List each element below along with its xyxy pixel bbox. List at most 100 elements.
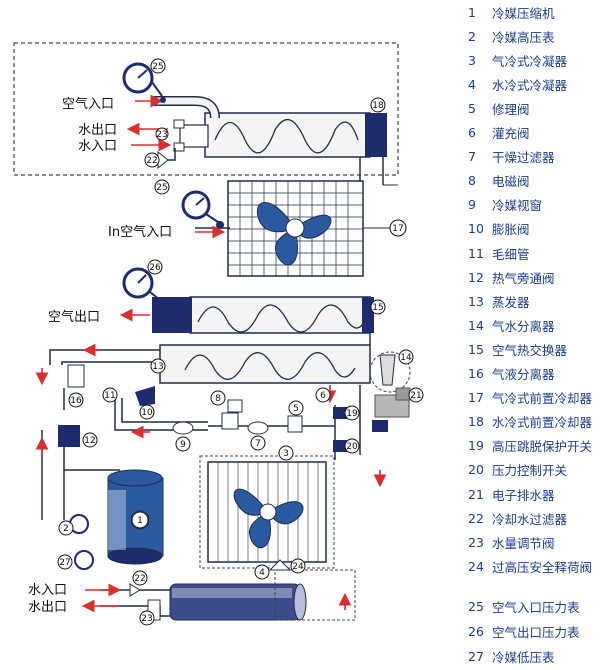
svg-text:16: 16 (70, 396, 82, 406)
marker-14: 14 (398, 349, 414, 365)
legend-item: 21 电子排水器 (462, 483, 555, 505)
legend-item-number: 17 (468, 390, 484, 406)
legend-item-number: 21 (468, 486, 484, 502)
marker-22-bottom: 22 (132, 570, 148, 586)
legend-item-label: 过高压安全释荷阀 (492, 559, 593, 575)
legend-item-label: 冷媒低压表 (492, 649, 555, 665)
legend-item-number: 4 (468, 76, 476, 92)
gas-liquid-separator (67, 364, 85, 388)
svg-text:22: 22 (146, 156, 157, 166)
legend-item-label: 空气入口压力表 (492, 599, 580, 615)
svg-text:3: 3 (283, 449, 289, 459)
expansion-valve (135, 386, 155, 406)
svg-text:23: 23 (156, 130, 167, 140)
evaporator (159, 344, 371, 384)
marker-13: 13 (150, 358, 166, 374)
legend-item-label: 冷却水过滤器 (492, 511, 568, 527)
marker-26: 26 (147, 259, 163, 275)
marker-9: 9 (175, 436, 191, 452)
legend-item-label: 蒸发器 (492, 294, 530, 310)
safety-relief-valve (268, 559, 292, 571)
marker-25-mid: 25 (154, 179, 170, 195)
legend-item-number: 5 (468, 100, 476, 116)
marker-18: 18 (370, 97, 386, 113)
legend-item-label: 空气热交换器 (492, 342, 568, 358)
marker-24: 24 (290, 558, 306, 574)
air-cooled-precooler (227, 180, 364, 277)
refrigerant-low-pressure-gauge (74, 550, 94, 570)
marker-17: 17 (389, 219, 407, 237)
legend-item-number: 1 (468, 4, 476, 20)
water-precooler-dashed-housing (13, 42, 399, 176)
water-filter-bottom (129, 583, 141, 597)
marker-25-top: 25 (150, 58, 166, 74)
legend-item-number: 26 (468, 623, 484, 639)
svg-text:15: 15 (372, 303, 383, 313)
marker-27: 27 (57, 554, 73, 570)
legend-item-label: 气液分离器 (492, 367, 555, 382)
legend-item-number: 20 (468, 462, 484, 478)
air-heat-exchanger (152, 296, 374, 334)
legend-item-label: 冷媒压缩机 (492, 5, 555, 21)
legend-item-number: 22 (468, 510, 484, 526)
air-inlet-pressure-gauge-mid (181, 190, 224, 229)
legend-item-label: 干燥过滤器 (492, 150, 555, 166)
marker-15: 15 (370, 299, 386, 315)
marker-4: 4 (254, 564, 270, 580)
hot-gas-bypass-valve (58, 425, 80, 447)
legend-item-label: 气水分离器 (492, 318, 555, 334)
legend-item-number: 18 (468, 414, 484, 430)
electronic-drain-icon (372, 387, 411, 432)
legend-item-label: 水量调节阀 (492, 535, 555, 551)
marker-16: 16 (68, 392, 84, 408)
label-water-inlet-bottom: 水入口 (28, 583, 67, 598)
legend-item-number: 7 (468, 149, 476, 165)
water-cooled-condenser (169, 583, 307, 621)
svg-text:24: 24 (292, 562, 304, 572)
label-air-outlet: 空气出口 (48, 309, 100, 325)
legend-item: 1 冷媒压缩机 (462, 1, 555, 23)
marker-12: 12 (82, 432, 98, 448)
svg-text:21: 21 (410, 391, 421, 401)
refrigerant-sight-glass (172, 421, 194, 435)
svg-text:9: 9 (180, 440, 186, 450)
marker-20: 20 (344, 438, 360, 454)
legend-item-number: 16 (468, 366, 484, 381)
marker-7: 7 (250, 435, 266, 451)
legend-item: 23 水量调节阀 (462, 531, 555, 553)
marker-22: 22 (144, 152, 160, 168)
legend-item-label: 压力控制开关 (492, 463, 568, 479)
legend-item-label: 电子排水器 (492, 487, 555, 503)
svg-text:2: 2 (63, 524, 69, 534)
svg-text:22: 22 (134, 574, 145, 584)
legend-item-label: 冷媒高压表 (492, 29, 555, 45)
legend-item-number: 6 (468, 125, 476, 140)
svg-text:20: 20 (346, 442, 358, 452)
solenoid-valve (221, 399, 243, 430)
legend-item-number: 23 (468, 534, 484, 550)
marker-11: 11 (102, 387, 118, 403)
svg-text:1: 1 (137, 516, 143, 526)
marker-23-top: 23 (155, 127, 169, 141)
air-cooled-condenser (207, 461, 327, 563)
svg-text:23: 23 (141, 614, 152, 624)
legend-item-label: 气冷式前置冷却器 (492, 391, 593, 407)
condenser-fan-icon (233, 488, 304, 549)
svg-text:27: 27 (59, 558, 70, 568)
marker-1: 1 (131, 511, 149, 529)
